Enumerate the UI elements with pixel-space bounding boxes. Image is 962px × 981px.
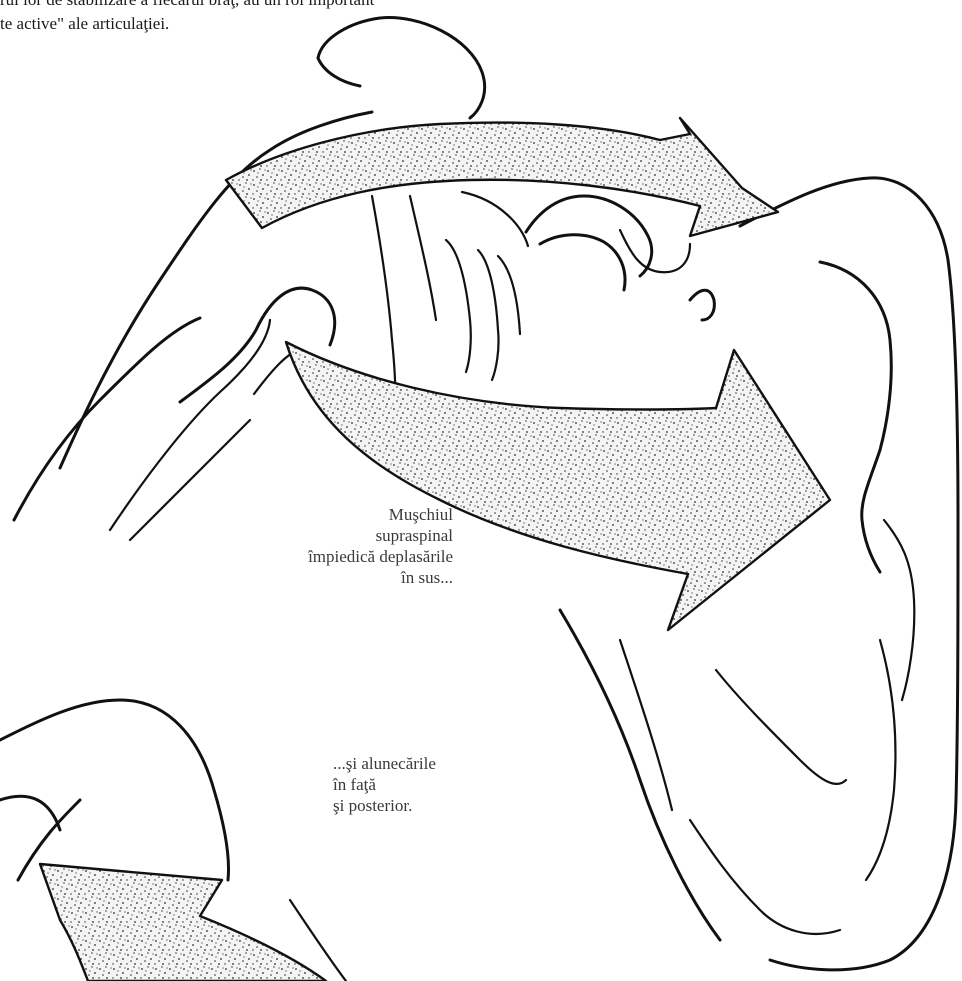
lower-shoulder-inner [0,796,60,830]
caption-line: supraspinal [308,525,453,546]
tendon-band-5 [498,256,520,334]
tendon-band-2 [410,196,436,320]
acromion-lower-edge [318,58,360,86]
upper-arm-outline [740,178,958,970]
humerus-neck [690,290,714,320]
sliding-caption: ...şi alunecările în faţă şi posterior. [333,753,436,816]
scapula-inner-curve [14,318,200,520]
sliding-motion-arrow [40,864,326,981]
caption-line: Muşchiul [308,504,453,525]
intro-line-2: te active" ale articulaţiei. [0,12,560,36]
tendon-band-3 [446,240,471,372]
caption-line: şi posterior. [333,795,436,816]
caption-line: în sus... [308,567,453,588]
intro-paragraph: rul lor de stabilizare a fiecărui braţ, … [0,0,560,36]
caption-line: ...şi alunecările [333,753,436,774]
arm-crease [716,670,846,784]
intro-line-1: rul lor de stabilizare a fiecărui braţ, … [0,0,560,12]
humeral-tubercle [540,235,625,290]
supraspinatus-caption: Muşchiul supraspinal împiedică deplasări… [308,504,453,588]
elbow-detail [866,640,895,880]
caption-line: împiedică deplasările [308,546,453,567]
deltoid-inner-line [820,262,891,572]
upward-motion-arc-arrow [226,118,778,236]
tendon-band-4 [478,250,499,380]
caption-line: în faţă [333,774,436,795]
tendon-band-6 [462,192,528,246]
arm-left-contour [560,610,720,940]
bicipital-groove [620,230,690,272]
clavicle-edge-lower [130,420,250,540]
arm-lower-crease [690,820,840,934]
arm-left-inner [620,640,672,810]
